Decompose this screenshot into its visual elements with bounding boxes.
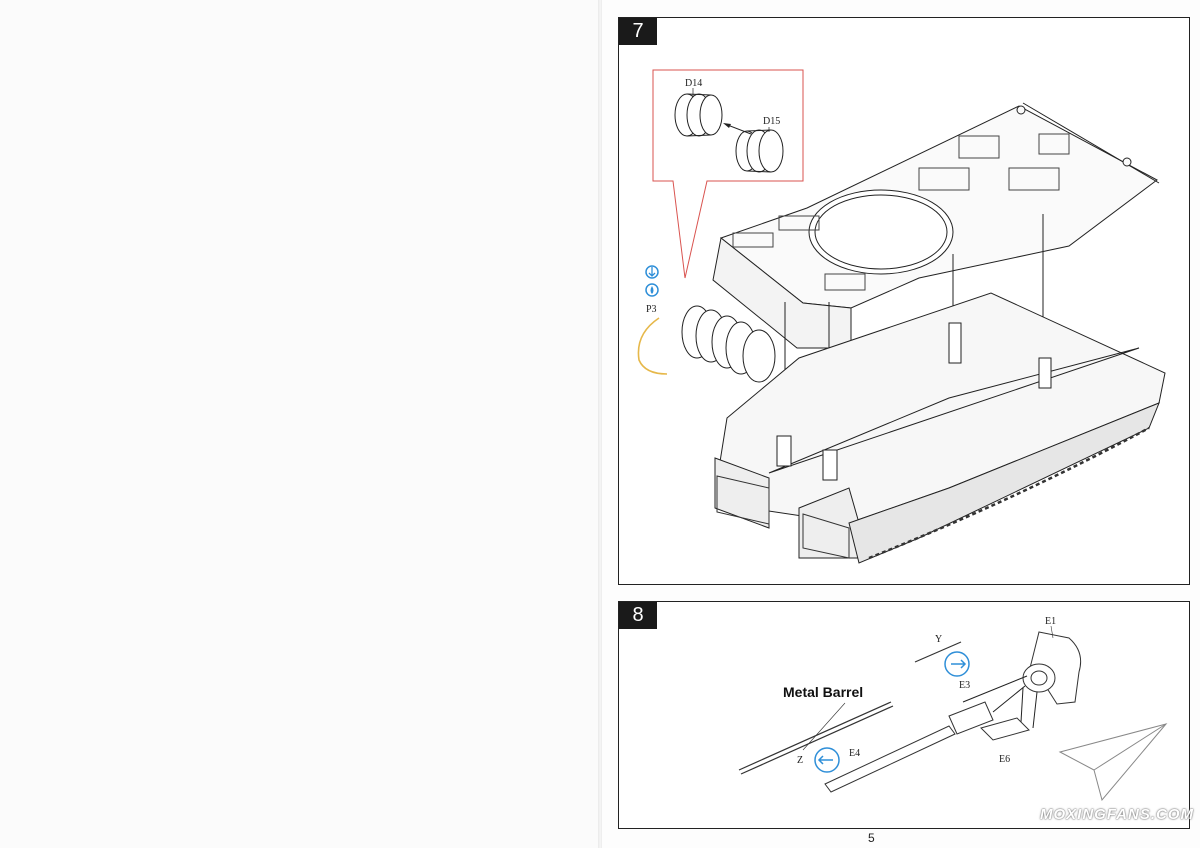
upper-hull <box>712 102 1160 349</box>
label-p3: P3 <box>646 304 657 315</box>
step-8-arrows <box>962 675 1038 729</box>
part-e6 <box>980 717 1030 741</box>
step-8-number: 8 <box>619 602 657 629</box>
photo-etch-icon <box>814 747 840 773</box>
step-7-drawing: D14 D15 P3 <box>637 69 1166 564</box>
label-z: Z <box>797 755 803 766</box>
page-number: 5 <box>868 831 875 845</box>
wheel-assembly-p3 <box>681 305 776 383</box>
blank-left-page <box>0 0 598 848</box>
label-d15: D15 <box>763 116 780 127</box>
step-7-number: 7 <box>619 18 657 45</box>
arrow-direction-icon <box>944 651 970 677</box>
label-d14: D14 <box>685 78 702 89</box>
label-e3: E3 <box>959 680 970 691</box>
label-y: Y <box>935 634 942 645</box>
glue-drop-icon <box>645 265 659 297</box>
metal-barrel-z <box>738 701 894 775</box>
mantlet-e1 <box>1022 631 1082 705</box>
label-e4: E4 <box>849 748 860 759</box>
page-gutter <box>598 0 602 848</box>
wheel-d15 <box>735 129 784 173</box>
watermark-text: MOXINGFANS.COM <box>1040 806 1195 823</box>
photo-etch-part-p3 <box>637 317 668 375</box>
step-8-drawing: Metal Barrel Z E4 Y E3 E1 <box>738 616 1082 793</box>
plastic-barrel-e4 <box>824 701 994 793</box>
metal-barrel-label: Metal Barrel <box>783 684 863 700</box>
wheel-callout: D14 D15 <box>652 69 804 279</box>
step-8-panel: 8 Metal Barrel Z E4 Y E3 E1 <box>618 601 1190 829</box>
watermark-logo-icon <box>1058 722 1168 802</box>
part-y <box>914 641 962 663</box>
step-7-panel: 7 D14 D15 <box>618 17 1190 585</box>
lower-hull <box>714 292 1166 564</box>
label-e6: E6 <box>999 754 1010 765</box>
wheel-d14 <box>674 93 723 137</box>
label-e1: E1 <box>1045 616 1056 627</box>
track-treads <box>716 426 1150 560</box>
